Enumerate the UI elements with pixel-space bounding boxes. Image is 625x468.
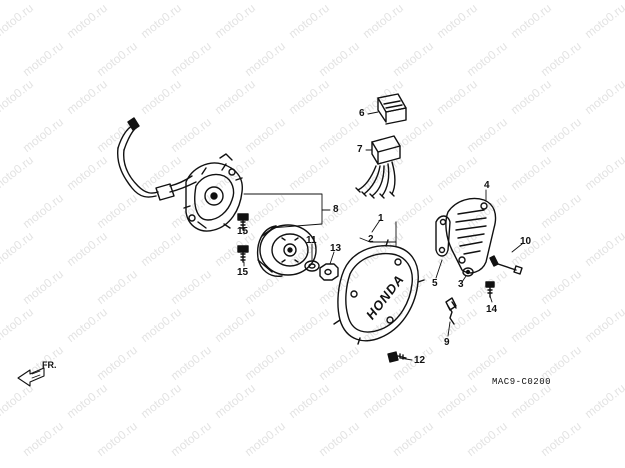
washer-3 <box>462 267 474 277</box>
cdi-unit <box>355 135 401 199</box>
callout-15-lower: 15 <box>237 267 249 278</box>
callout-2: 2 <box>368 234 374 245</box>
front-direction-arrow <box>17 367 45 387</box>
callout-7: 7 <box>357 144 363 155</box>
cover-bolt-12 <box>387 351 407 363</box>
callout-10: 10 <box>520 236 532 247</box>
spring-9 <box>445 297 457 325</box>
callout-15-upper: 15 <box>237 226 249 237</box>
flywheel-rotor <box>256 224 317 277</box>
sprocket-cover <box>445 197 497 274</box>
bolt-14 <box>485 281 495 298</box>
callout-14: 14 <box>486 304 498 315</box>
washer-11 <box>304 260 320 272</box>
callout-5: 5 <box>432 278 438 289</box>
callout-3: 3 <box>458 279 464 290</box>
front-direction-label: FR. <box>42 360 57 370</box>
callout-11: 11 <box>306 235 317 246</box>
regulator-rectifier <box>377 93 407 125</box>
chain-guide-plate <box>435 215 451 257</box>
callout-4: 4 <box>484 180 490 191</box>
left-crankcase-cover: HONDA <box>333 239 425 345</box>
stator-bolt-upper <box>237 213 249 231</box>
callout-6: 6 <box>359 108 365 119</box>
callout-9: 9 <box>444 337 450 348</box>
stator-wire-harness <box>117 117 197 201</box>
leader-lines <box>243 111 523 361</box>
callout-8: 8 <box>333 204 339 215</box>
callout-12: 12 <box>414 355 426 366</box>
stator-bolt-lower <box>237 245 249 263</box>
callout-1: 1 <box>378 213 384 224</box>
bolt-10 <box>489 255 523 275</box>
stator-assembly <box>183 153 243 232</box>
flywheel-nut-13 <box>319 263 339 281</box>
drawing-code: MAC9-C0200 <box>492 377 552 387</box>
callout-13: 13 <box>330 243 342 254</box>
